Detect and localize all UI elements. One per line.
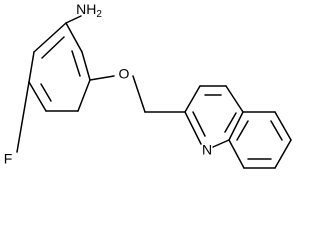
molecule-drawing: NH2 O F N [4, 1, 292, 169]
amine-subscript: 2 [96, 9, 102, 20]
pyridine-bond-20 [212, 139, 230, 148]
benzo-bond-26 [274, 111, 292, 141]
chemical-structure-diagram: NH2 O F N [3, 0, 292, 169]
aniline-bond-6 [28, 51, 35, 83]
ether-oxygen-label: O [119, 66, 130, 82]
aniline-double-bond-8 [71, 50, 81, 77]
aniline-double-bond-9 [40, 83, 52, 102]
oxygen-bond-left-12 [89, 75, 115, 81]
pyridine-bond-19 [228, 111, 244, 141]
benzo-double-bond-30 [270, 120, 283, 141]
benzo-bond-27 [274, 139, 292, 169]
benzo-bond-29 [228, 139, 245, 169]
pyridine-bond-16 [184, 85, 201, 113]
pyridine-double-bond-24 [192, 111, 206, 137]
aniline-double-bond-10 [41, 36, 65, 59]
fluorine-label: F [4, 151, 13, 167]
amine-symbol: NH [76, 1, 96, 17]
amine-label: NH2 [76, 1, 102, 20]
amine-bond-11 [65, 15, 82, 24]
fluorine-bond-15 [16, 81, 30, 153]
aniline-bond-1 [65, 22, 83, 53]
benzo-double-bond-32 [236, 120, 249, 141]
bonds-group [16, 15, 292, 169]
ring-nitrogen-label: N [202, 142, 212, 158]
aniline-bond-3 [77, 79, 91, 112]
oxygen-bond-right-13 [132, 75, 146, 113]
atom-labels: NH2 O F N [4, 1, 212, 167]
aniline-bond-2 [81, 51, 91, 81]
pyridine-double-bond-23 [224, 112, 237, 133]
pyridine-bond-21 [184, 111, 202, 145]
aniline-bond-7 [33, 22, 67, 53]
pyridine-bond-18 [225, 85, 244, 113]
aniline-bond-5 [28, 81, 47, 112]
